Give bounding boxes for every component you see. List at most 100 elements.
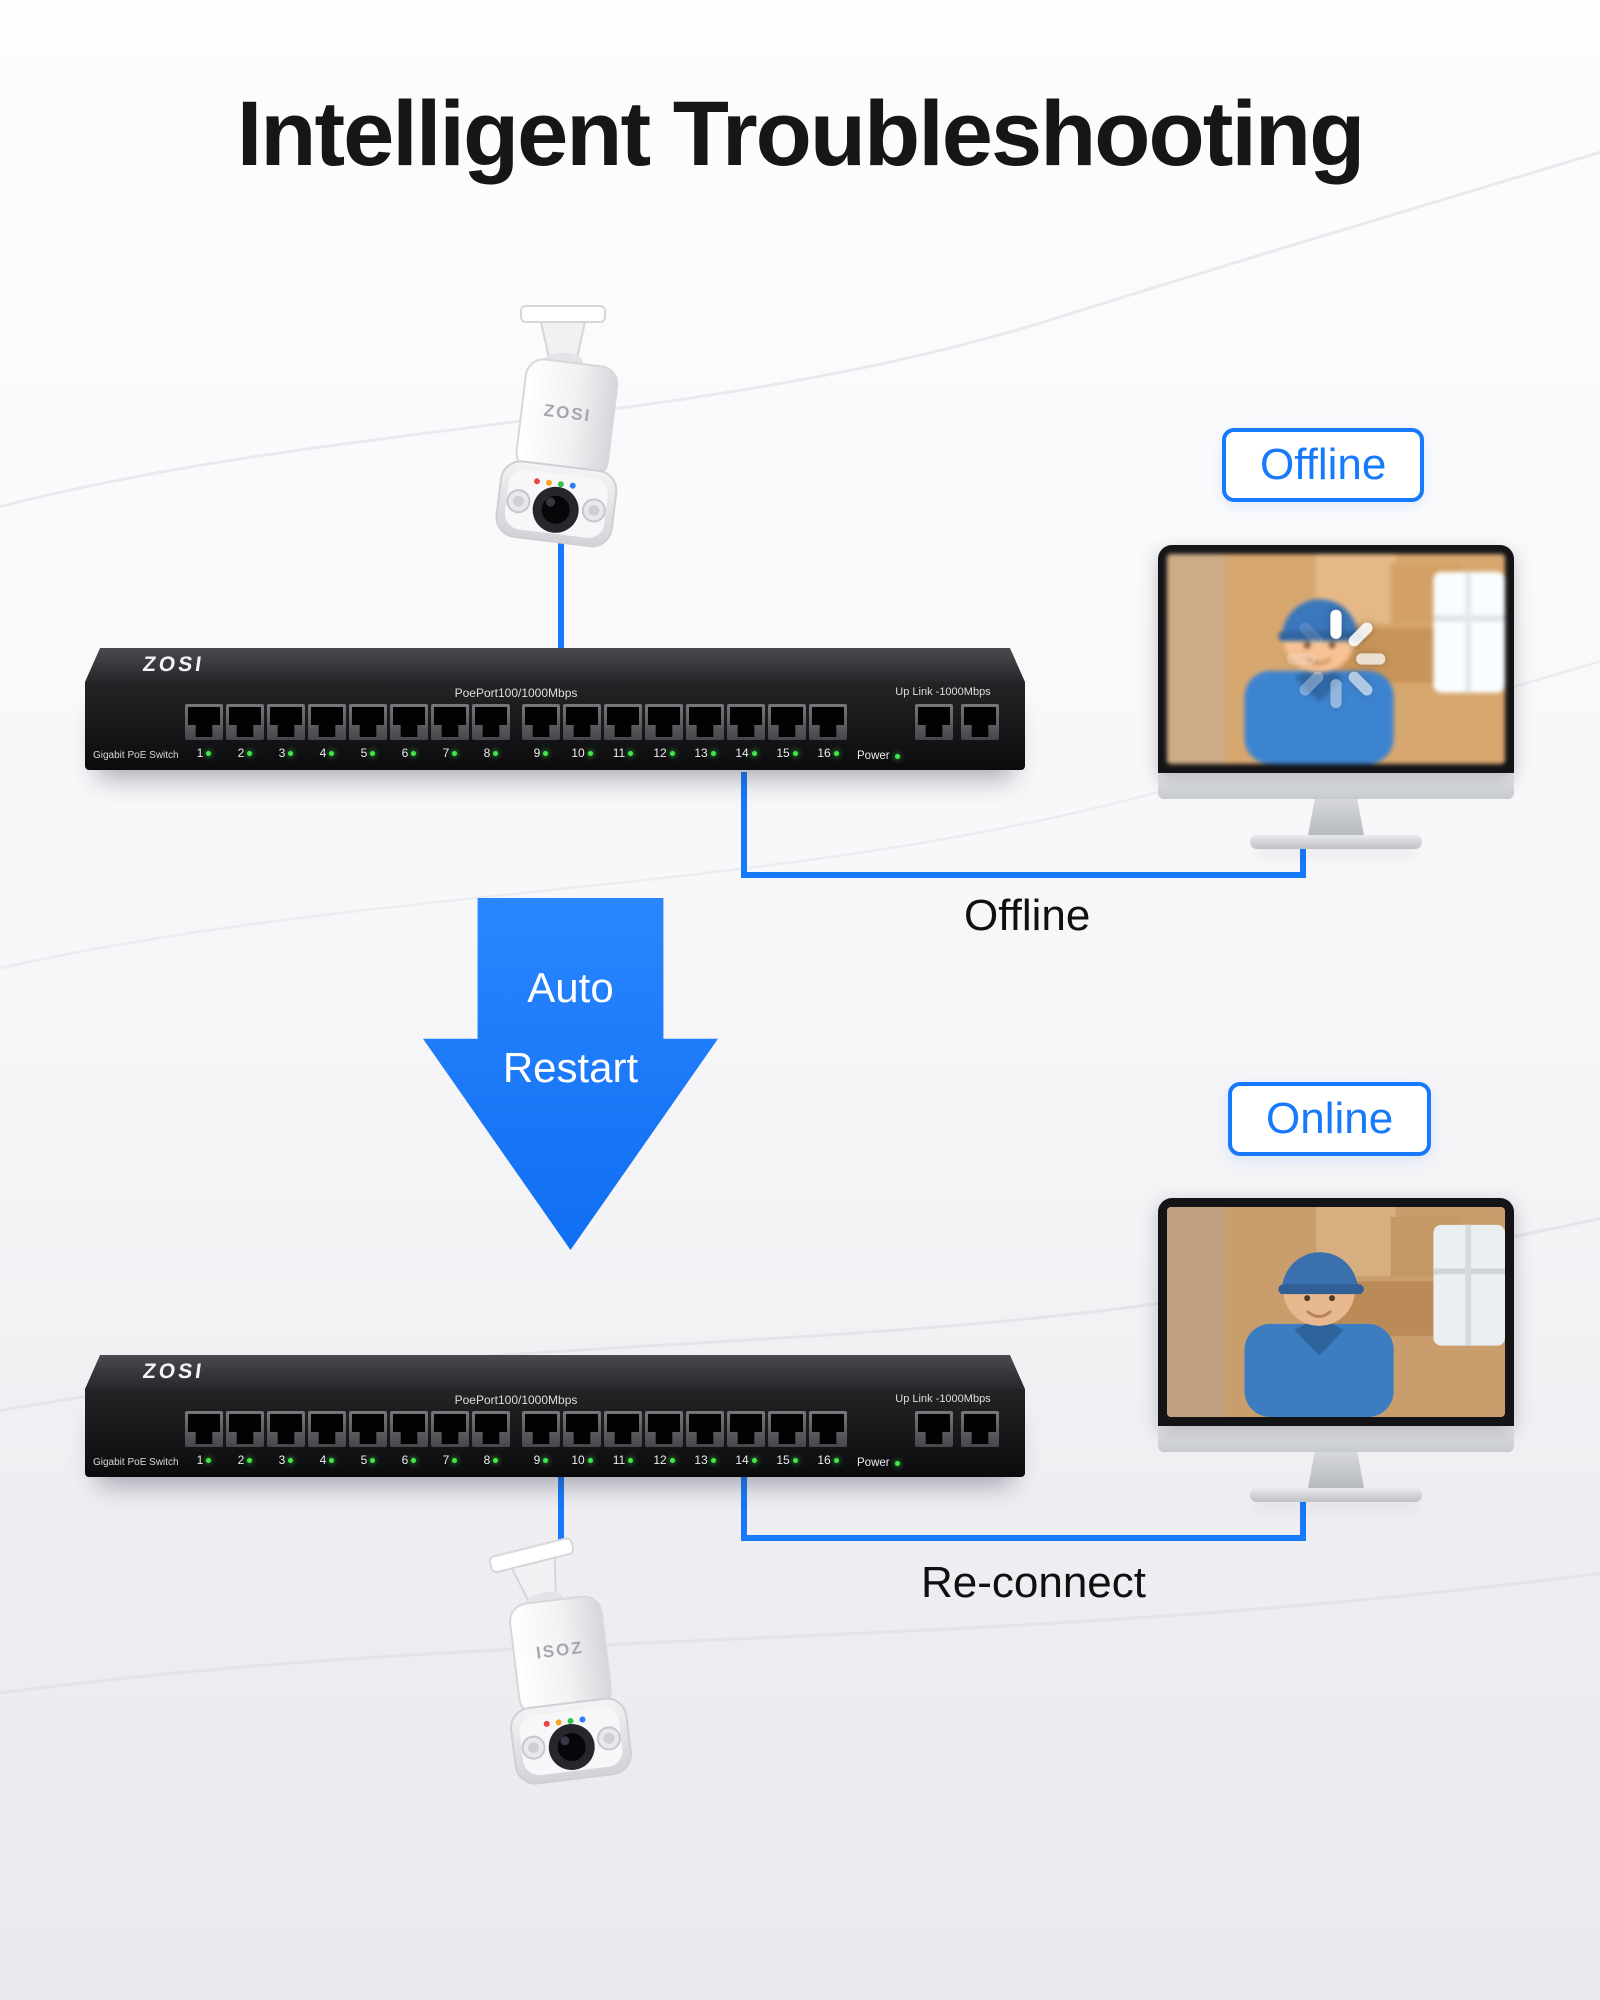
port-number-led: 3 — [267, 1453, 305, 1467]
ethernet-port — [727, 1411, 765, 1447]
switch-brand-logo: ZOSI — [141, 653, 206, 676]
line-monitor-drop-bottom — [1300, 1502, 1306, 1541]
port-number-led: 4 — [308, 746, 346, 760]
auto-restart-text-line1: Auto — [527, 964, 614, 1011]
ethernet-port — [686, 1411, 724, 1447]
port-number-led: 1 — [185, 746, 223, 760]
ethernet-port — [390, 1411, 428, 1447]
port-number-led: 8 — [472, 746, 510, 760]
port-number-led: 9 — [522, 746, 560, 760]
online-badge-label: Online — [1266, 1094, 1394, 1143]
monitor-stand — [1308, 1452, 1364, 1488]
port-number-led: 3 — [267, 746, 305, 760]
port-number-led: 15 — [768, 746, 806, 760]
ethernet-port — [809, 704, 847, 740]
line-switch-to-camera-bottom — [558, 1477, 564, 1555]
port-number-led: 6 — [390, 1453, 428, 1467]
ethernet-port — [472, 704, 510, 740]
ethernet-port — [563, 1411, 601, 1447]
ethernet-port — [472, 1411, 510, 1447]
camera-video-frame — [1167, 1207, 1505, 1417]
monitor-offline — [1158, 545, 1514, 849]
switch-top-face: ZOSI — [85, 1355, 1025, 1389]
ethernet-port — [522, 1411, 560, 1447]
switch-model-label: Gigabit PoE Switch — [93, 1457, 179, 1468]
port-number-led: 5 — [349, 746, 387, 760]
port-number-led: 6 — [390, 746, 428, 760]
port-number-led: 1 — [185, 1453, 223, 1467]
ethernet-port — [604, 704, 642, 740]
switch-top-face: ZOSI — [85, 648, 1025, 682]
ethernet-port — [604, 1411, 642, 1447]
uplink-port — [961, 1411, 999, 1447]
uplink-label: Up Link -1000Mbps — [895, 1393, 991, 1405]
port-number-led: 14 — [727, 746, 765, 760]
ethernet-port — [686, 704, 724, 740]
port-number-led: 2 — [226, 1453, 264, 1467]
status-badge-offline: Offline — [1222, 428, 1425, 502]
poe-ports-label: PoePort100/1000Mbps — [454, 1393, 578, 1407]
port-number-led: 8 — [472, 1453, 510, 1467]
monitor-screen — [1158, 1198, 1514, 1426]
poe-switch-top: ZOSI PoePort100/1000Mbps Up Link -1000Mb… — [85, 648, 1025, 770]
power-led-label: Power — [857, 746, 900, 766]
poe-switch-bottom: ZOSI PoePort100/1000Mbps Up Link -1000Mb… — [85, 1355, 1025, 1477]
ethernet-ports-row — [185, 704, 847, 740]
monitor-online — [1158, 1198, 1514, 1502]
ethernet-port — [349, 1411, 387, 1447]
ethernet-ports-row — [185, 1411, 847, 1447]
ethernet-port — [226, 1411, 264, 1447]
port-number-led: 11 — [604, 1453, 642, 1467]
ethernet-port — [645, 1411, 683, 1447]
monitor-chin — [1158, 773, 1514, 799]
camera-video-frame — [1167, 554, 1505, 764]
switch-model-label: Gigabit PoE Switch — [93, 750, 179, 761]
reconnect-connection-label: Re-connect — [921, 1558, 1147, 1607]
line-switch-to-monitor-bottom — [741, 1535, 1306, 1541]
power-text: Power — [857, 1457, 890, 1469]
uplink-ports — [915, 704, 999, 740]
uplink-port — [915, 704, 953, 740]
uplink-port — [961, 704, 999, 740]
page-title: Intelligent Troubleshooting — [236, 83, 1366, 185]
monitor-base — [1250, 835, 1422, 849]
ethernet-port — [563, 704, 601, 740]
uplink-label: Up Link -1000Mbps — [895, 686, 991, 698]
switch-front-face: PoePort100/1000Mbps Up Link -1000Mbps Gi… — [85, 682, 1025, 770]
port-number-led: 12 — [645, 1453, 683, 1467]
delivery-van — [1433, 571, 1505, 693]
ethernet-port — [308, 704, 346, 740]
monitor-chin — [1158, 1426, 1514, 1452]
port-number-led: 12 — [645, 746, 683, 760]
power-led-label: Power — [857, 1453, 900, 1473]
port-number-led: 4 — [308, 1453, 346, 1467]
port-number-led: 13 — [686, 1453, 724, 1467]
offline-connection-label: Offline — [964, 891, 1091, 940]
monitor-base — [1250, 1488, 1422, 1502]
ethernet-port — [768, 1411, 806, 1447]
status-badge-online: Online — [1228, 1082, 1432, 1156]
port-number-led: 7 — [431, 746, 469, 760]
ethernet-port — [226, 704, 264, 740]
uplink-ports — [915, 1411, 999, 1447]
ethernet-port — [267, 1411, 305, 1447]
power-led — [894, 753, 900, 759]
port-number-led: 10 — [563, 746, 601, 760]
monitor-screen — [1158, 545, 1514, 773]
ethernet-port — [349, 704, 387, 740]
ethernet-port — [185, 1411, 223, 1447]
ethernet-port — [768, 704, 806, 740]
uplink-port — [915, 1411, 953, 1447]
line-switch-to-monitor-top — [741, 872, 1306, 878]
delivery-man — [1244, 1252, 1394, 1417]
port-number-led: 14 — [727, 1453, 765, 1467]
port-number-led: 11 — [604, 746, 642, 760]
port-number-led: 15 — [768, 1453, 806, 1467]
port-number-led: 5 — [349, 1453, 387, 1467]
port-number-led: 7 — [431, 1453, 469, 1467]
ethernet-port — [431, 704, 469, 740]
